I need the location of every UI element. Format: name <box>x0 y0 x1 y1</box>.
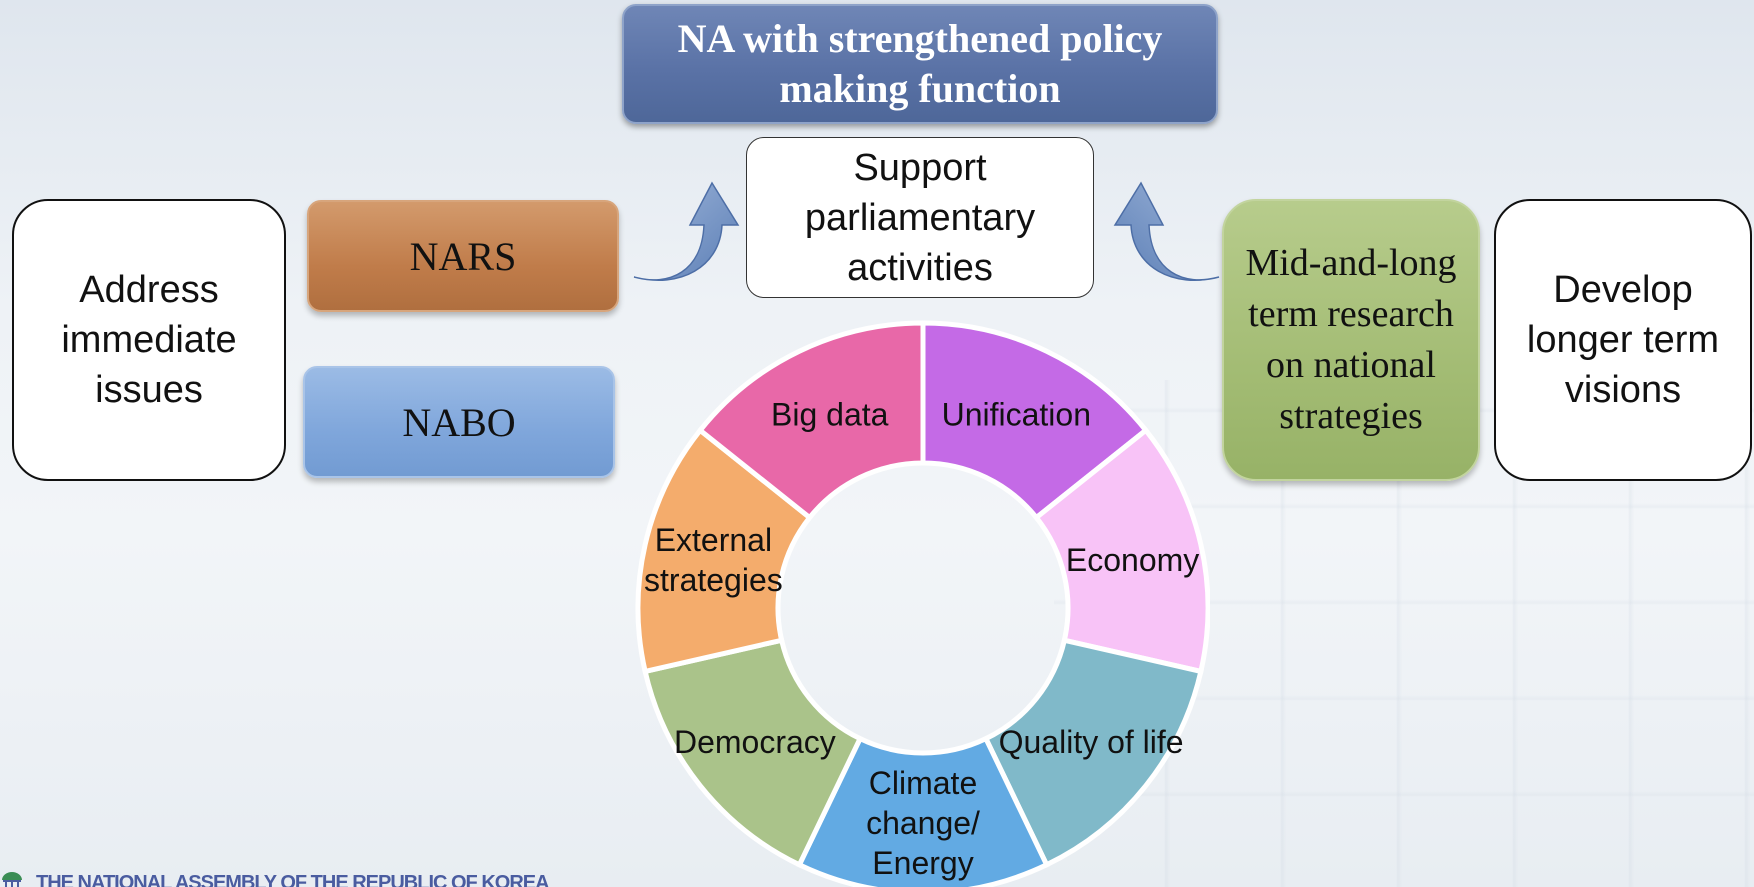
develop-visions-box: Develop longer term visions <box>1494 199 1752 481</box>
donut-label-4: Democracy <box>674 724 836 760</box>
left-curved-arrow-icon <box>633 181 740 281</box>
address-issues-box: Address immediate issues <box>12 199 286 481</box>
donut-label-2: Quality of life <box>999 724 1184 760</box>
title-banner: NA with strengthened policy making funct… <box>622 4 1218 124</box>
donut-label-1: Economy <box>1066 542 1199 578</box>
donut-label-6: Big data <box>771 396 889 432</box>
nars-box: NARS <box>307 200 619 312</box>
donut-segment-0 <box>920 320 1150 522</box>
donut-segment-6 <box>696 320 926 522</box>
footer-text: THE NATIONAL ASSEMBLY OF THE REPUBLIC OF… <box>36 872 550 887</box>
donut-segment-4 <box>642 637 864 869</box>
donut-segment-5 <box>635 426 814 675</box>
donut-segment-2 <box>982 637 1204 869</box>
mid-long-term-box: Mid-and-long term research on national s… <box>1222 199 1480 481</box>
right-curved-arrow-icon <box>1113 181 1220 281</box>
nabo-box: NABO <box>303 366 615 478</box>
support-box: Support parliamentary activities <box>746 137 1094 298</box>
donut-label-0: Unification <box>942 396 1091 432</box>
donut-segment-1 <box>1032 426 1210 675</box>
footer: THE NATIONAL ASSEMBLY OF THE REPUBLIC OF… <box>0 868 700 887</box>
assembly-logo-icon <box>2 872 22 887</box>
donut-segment-3 <box>796 735 1050 887</box>
